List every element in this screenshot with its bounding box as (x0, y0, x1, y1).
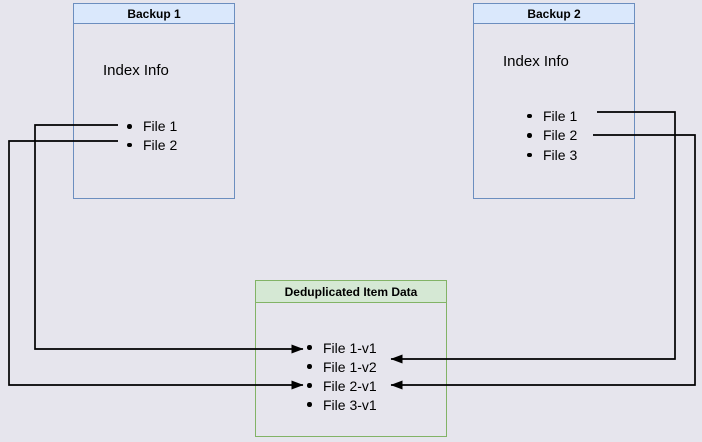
backup2-box: Backup 2 Index Info File 1 File 2 File 3 (473, 3, 635, 199)
dedup-item: File 1-v1 (256, 338, 377, 357)
backup1-title: Backup 1 (74, 4, 234, 24)
backup2-file-list: File 1 File 2 File 3 (474, 106, 577, 165)
backup2-title: Backup 2 (474, 4, 634, 24)
dedup-item: File 1-v2 (256, 357, 377, 376)
dedup-item: File 2-v1 (256, 376, 377, 395)
backup2-file-item: File 1 (474, 106, 577, 126)
dedup-item-list: File 1-v1 File 1-v2 File 2-v1 File 3-v1 (256, 338, 377, 414)
dedup-title: Deduplicated Item Data (256, 281, 446, 303)
backup1-file-list: File 1 File 2 (74, 117, 177, 154)
backup2-file-item: File 3 (474, 145, 577, 165)
dedup-item: File 3-v1 (256, 395, 377, 414)
deduplicated-item-data-box: Deduplicated Item Data File 1-v1 File 1-… (255, 280, 447, 437)
backup1-index-info-label: Index Info (103, 62, 169, 79)
backup2-index-info-label: Index Info (503, 53, 569, 70)
backup1-box: Backup 1 Index Info File 1 File 2 (73, 3, 235, 199)
backup1-file-item: File 2 (74, 136, 177, 155)
backup1-file-item: File 1 (74, 117, 177, 136)
backup2-file-item: File 2 (474, 126, 577, 146)
